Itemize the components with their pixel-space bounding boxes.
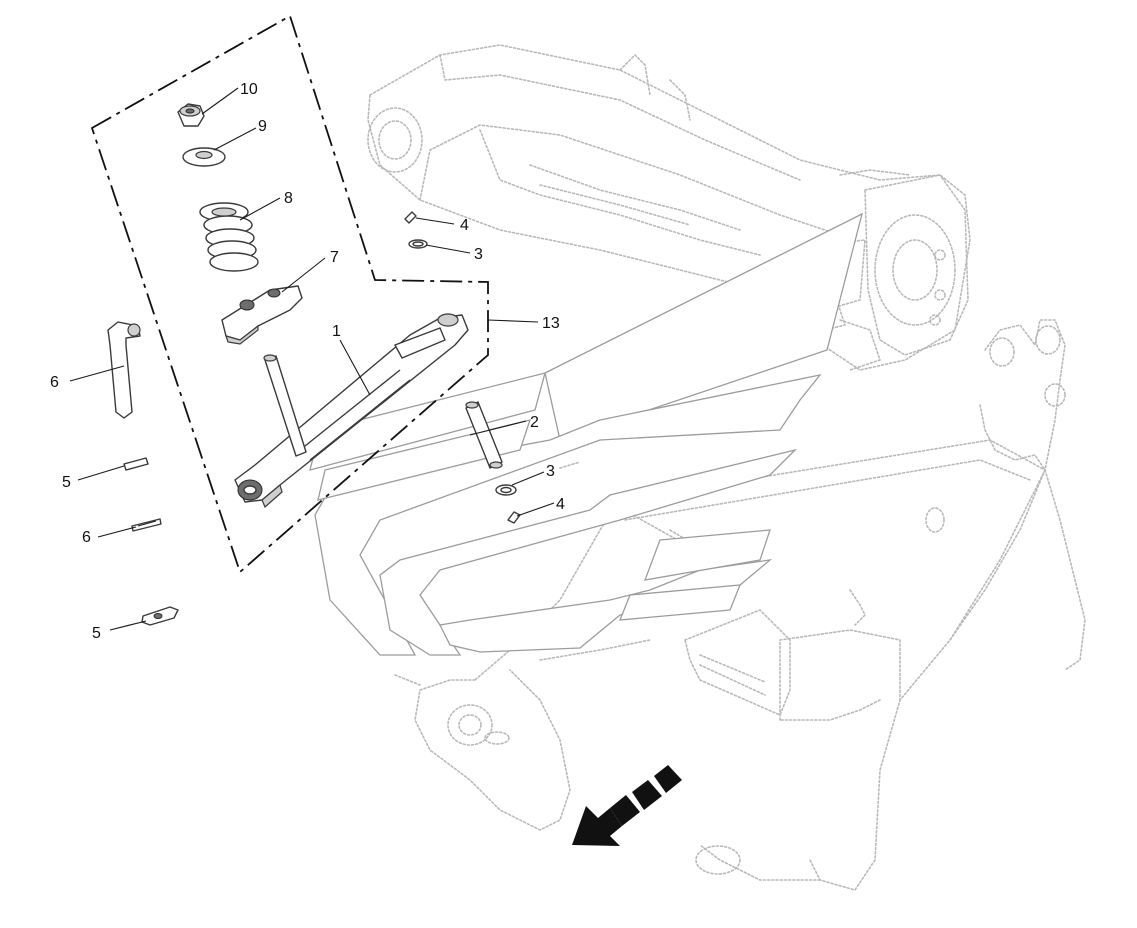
part-11-washer — [182, 147, 226, 167]
part-12-lock-nut — [177, 103, 205, 127]
callout-9: 7 — [330, 249, 339, 266]
part-6-spring-pin — [131, 518, 162, 532]
part-8-l-pin — [107, 321, 141, 419]
callout-6: 6 — [82, 529, 91, 546]
direction-arrow-icon — [572, 765, 682, 846]
part-3-ring-lower — [495, 484, 517, 496]
part-7-pin — [123, 457, 149, 471]
part-4-pin-upper — [404, 211, 417, 224]
part-5-clip — [141, 606, 179, 626]
part-9-clamp-plate — [221, 285, 303, 345]
callout-7: 5 — [62, 474, 71, 491]
part-10-spring — [199, 202, 259, 272]
callout-8: 6 — [50, 374, 59, 391]
part-2-pivot-pin — [465, 401, 503, 469]
callout-13: 13 — [542, 315, 560, 332]
assembly-13-outline — [90, 14, 489, 574]
callout-3-upper: 3 — [474, 246, 483, 263]
callout-4-upper: 4 — [460, 217, 469, 234]
callout-12: 10 — [240, 81, 258, 98]
callout-labels: 10 9 8 7 1 2 13 4 3 3 4 6 5 6 5 — [50, 81, 565, 642]
part-3-ring-upper — [408, 239, 428, 249]
callout-11: 9 — [258, 118, 267, 135]
chevron-mount-bracket — [309, 212, 863, 656]
callout-10: 8 — [284, 190, 293, 207]
part-4-pin-lower — [507, 511, 521, 524]
leader-lines — [69, 87, 581, 631]
callout-5: 5 — [92, 625, 101, 642]
callout-4-lower: 4 — [556, 496, 565, 513]
callout-2: 2 — [530, 414, 539, 431]
callout-3-lower: 3 — [546, 463, 555, 480]
callout-1: 1 — [332, 323, 341, 340]
part-1-lever-arm — [234, 313, 469, 508]
